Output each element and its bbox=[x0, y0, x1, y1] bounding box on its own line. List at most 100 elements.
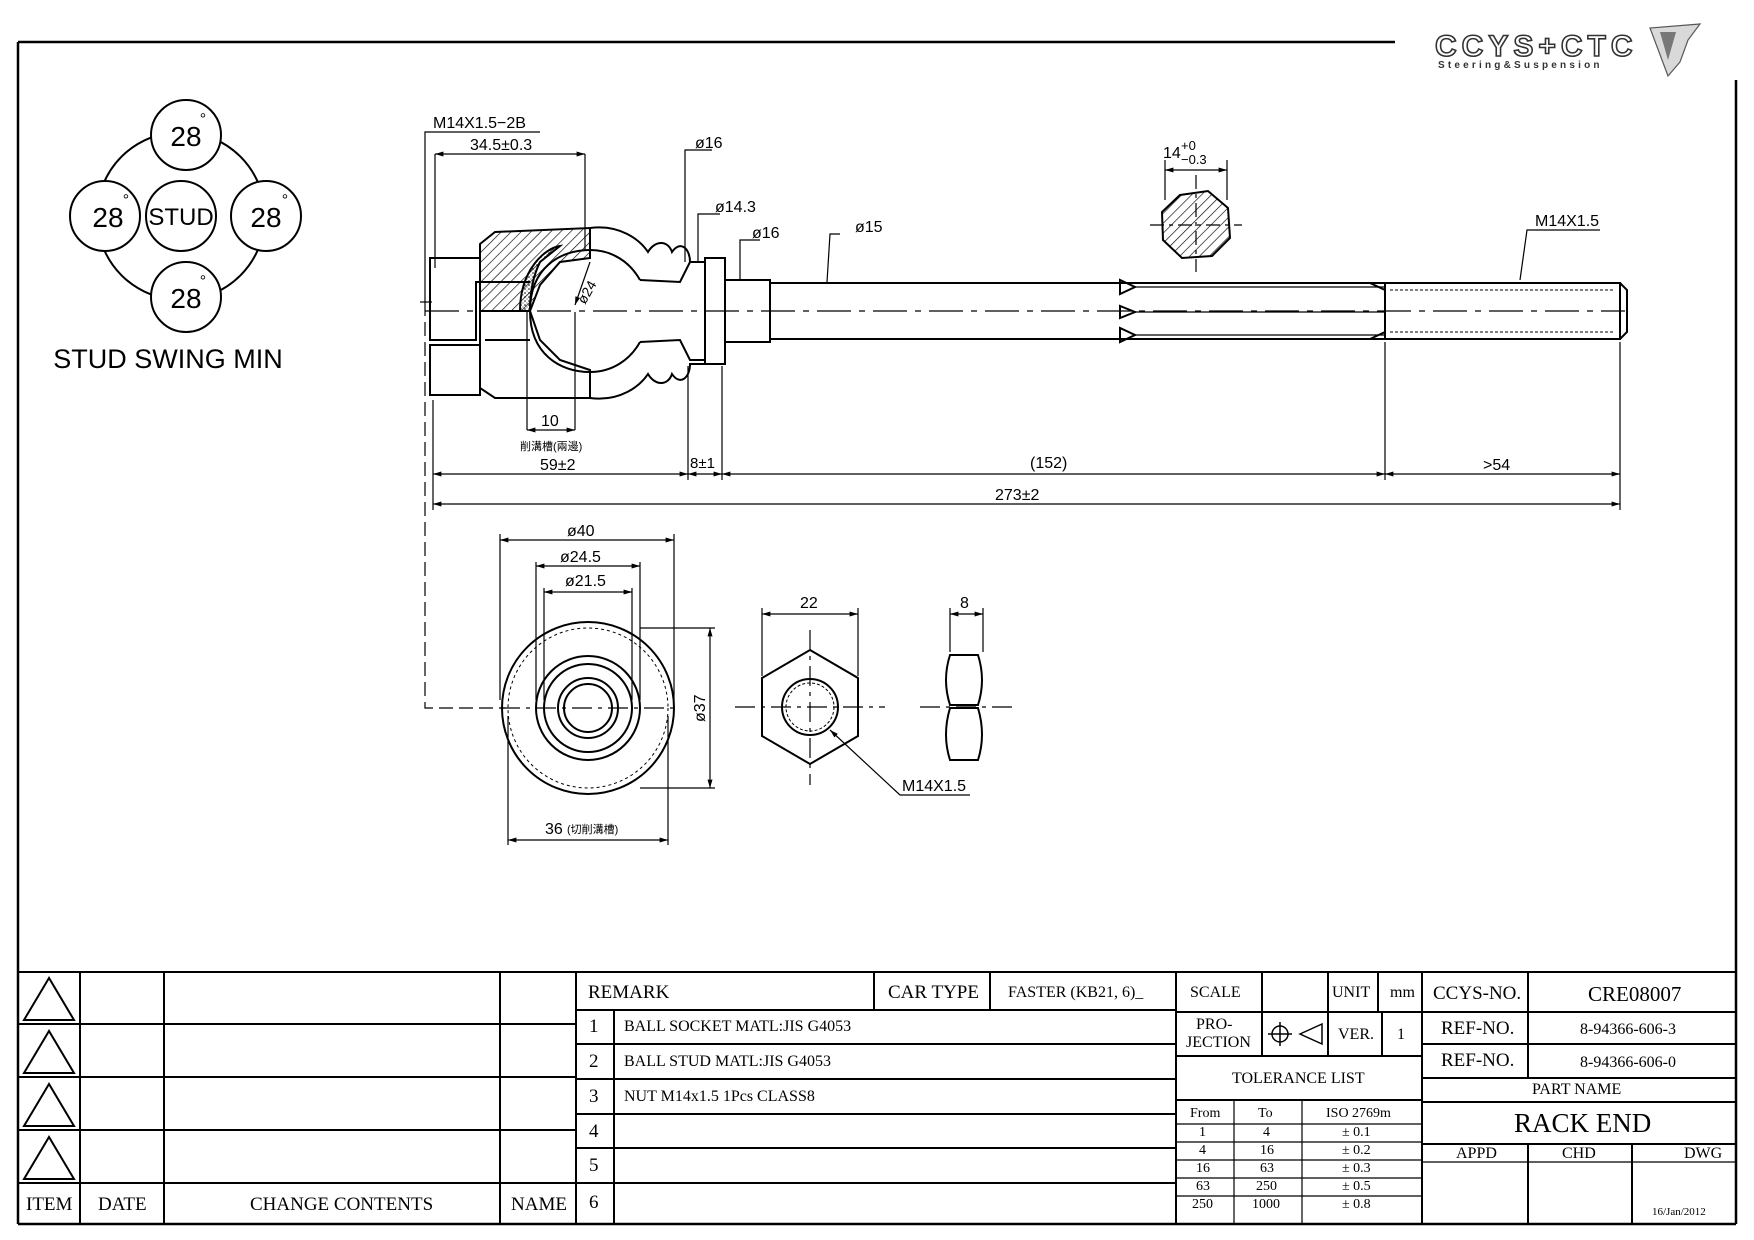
ref-label-1: REF-NO. bbox=[1441, 1018, 1515, 1039]
rev-header-change: CHANGE CONTENTS bbox=[250, 1194, 434, 1215]
tol-header-iso: ISO 2769m bbox=[1326, 1106, 1391, 1121]
tol-from-1: 1 bbox=[1199, 1125, 1206, 1140]
dim-d16-b: ø16 bbox=[752, 225, 780, 242]
logo-mark-icon bbox=[1649, 23, 1702, 78]
dim-nut-22: 22 bbox=[800, 595, 818, 612]
swing-caption: STUD SWING MIN bbox=[53, 344, 283, 374]
car-type-value: FASTER (KB21, 6)_ bbox=[1008, 984, 1144, 1001]
tol-value-3: ± 0.3 bbox=[1342, 1161, 1371, 1176]
tol-to-3: 63 bbox=[1260, 1161, 1274, 1176]
ref-number-1: 8-94366-606-3 bbox=[1580, 1021, 1676, 1038]
projection-label-2: JECTION bbox=[1186, 1034, 1251, 1051]
nut-side-view bbox=[920, 608, 1015, 761]
scale-label: SCALE bbox=[1190, 984, 1241, 1001]
dim-d40: ø40 bbox=[567, 523, 595, 540]
rack-end-side-view bbox=[425, 226, 1628, 400]
unit-value: mm bbox=[1390, 984, 1415, 1001]
dim-hex-tol-bot: −0.3 bbox=[1181, 152, 1207, 167]
remark-text-3: NUT M14x1.5 1Pcs CLASS8 bbox=[624, 1088, 815, 1105]
ccys-label: CCYS-NO. bbox=[1433, 983, 1522, 1004]
dim-d24-5: ø24.5 bbox=[560, 549, 601, 566]
ccys-number: CRE08007 bbox=[1588, 982, 1682, 1006]
dim-nut-thread: M14X1.5 bbox=[902, 778, 966, 795]
remark-label: REMARK bbox=[588, 982, 670, 1003]
tol-from-3: 16 bbox=[1196, 1161, 1210, 1176]
remark-no-6: 6 bbox=[589, 1192, 599, 1213]
company-logo: CCYS+CTC Steering&Suspension bbox=[1434, 23, 1702, 78]
dim-thread-top: M14X1.5−2B bbox=[433, 115, 526, 132]
title-block-grid bbox=[18, 971, 1736, 1224]
dim-34-5: 34.5±0.3 bbox=[470, 137, 532, 154]
dim-hex-tol-top: +0 bbox=[1181, 138, 1196, 153]
dimension-lines bbox=[420, 131, 1621, 709]
dim-8: 8±1 bbox=[690, 455, 715, 472]
dim-d16-a: ø16 bbox=[695, 135, 723, 152]
projection-symbol-icon bbox=[1268, 1022, 1323, 1046]
tol-from-5: 250 bbox=[1192, 1197, 1213, 1212]
tol-to-1: 4 bbox=[1263, 1125, 1270, 1140]
stud-swing-labels: 28 28 28 28 STUD ° ° ° ° STUD SWING MIN bbox=[53, 111, 288, 374]
dim-10: 10 bbox=[541, 413, 559, 430]
tol-from-4: 63 bbox=[1196, 1179, 1210, 1194]
drawing-date: 16/Jan/2012 bbox=[1652, 1206, 1706, 1218]
logo-mark-inner-icon bbox=[1660, 32, 1676, 60]
hex-section bbox=[1150, 175, 1242, 272]
dwg-label: DWG bbox=[1684, 1145, 1723, 1162]
stud-swing-diagram bbox=[69, 99, 302, 333]
revision-triangle-icon bbox=[22, 1029, 76, 1074]
part-name: RACK END bbox=[1514, 1108, 1652, 1138]
swing-degree-left: ° bbox=[123, 192, 129, 209]
ref-number-2: 8-94366-606-0 bbox=[1580, 1054, 1676, 1071]
remark-text-1: BALL SOCKET MATL:JIS G4053 bbox=[624, 1018, 852, 1035]
ver-label: VER. bbox=[1338, 1026, 1374, 1043]
logo-text: CCYS+CTC bbox=[1435, 30, 1638, 63]
tol-to-5: 1000 bbox=[1252, 1197, 1280, 1212]
dim-d21-5: ø21.5 bbox=[565, 573, 606, 590]
dim-thread-right: M14X1.5 bbox=[1535, 213, 1599, 230]
swing-value-top: 28 bbox=[170, 121, 201, 152]
remark-no-5: 5 bbox=[589, 1155, 599, 1176]
dim-36: 36 bbox=[545, 821, 563, 838]
tol-to-4: 250 bbox=[1256, 1179, 1277, 1194]
ver-value: 1 bbox=[1397, 1026, 1405, 1043]
nut-front-view bbox=[735, 608, 970, 796]
rev-header-date: DATE bbox=[98, 1194, 147, 1215]
remark-no-2: 2 bbox=[589, 1051, 599, 1072]
logo-tagline: Steering&Suspension bbox=[1438, 60, 1603, 71]
swing-degree-right: ° bbox=[282, 192, 288, 209]
revision-triangle-icon bbox=[22, 976, 76, 1021]
dim-54: >54 bbox=[1483, 457, 1510, 474]
dim-hex-14: 14 bbox=[1163, 145, 1181, 162]
dim-d14-3: ø14.3 bbox=[715, 199, 756, 216]
rev-header-item: ITEM bbox=[26, 1194, 73, 1215]
dim-d37: ø37 bbox=[692, 694, 709, 722]
tol-header-from: From bbox=[1190, 1106, 1221, 1121]
sheet-border bbox=[16, 40, 1738, 1226]
revision-triangle-icon bbox=[22, 1135, 76, 1180]
swing-center-label: STUD bbox=[148, 204, 213, 231]
remark-no-4: 4 bbox=[589, 1121, 599, 1142]
tol-value-5: ± 0.8 bbox=[1342, 1197, 1371, 1212]
tol-value-4: ± 0.5 bbox=[1342, 1179, 1371, 1194]
swing-degree-bottom: ° bbox=[200, 273, 206, 290]
revision-triangles bbox=[22, 976, 76, 1180]
car-type-label: CAR TYPE bbox=[888, 982, 979, 1003]
dim-d24: ø24 bbox=[574, 277, 600, 306]
dim-10-note: 削溝槽(兩邊) bbox=[520, 439, 582, 453]
chd-label: CHD bbox=[1562, 1145, 1596, 1162]
tol-to-2: 16 bbox=[1260, 1143, 1274, 1158]
rev-header-name: NAME bbox=[511, 1194, 567, 1215]
ref-label-2: REF-NO. bbox=[1441, 1050, 1515, 1071]
dim-152: (152) bbox=[1030, 455, 1067, 472]
tol-header-to: To bbox=[1258, 1106, 1273, 1121]
unit-label: UNIT bbox=[1332, 984, 1371, 1001]
dim-d15: ø15 bbox=[855, 219, 883, 236]
dim-nut-8: 8 bbox=[960, 595, 969, 612]
swing-value-bottom: 28 bbox=[170, 283, 201, 314]
swing-value-left: 28 bbox=[92, 202, 123, 233]
socket-front-view bbox=[499, 534, 715, 845]
revision-triangle-icon bbox=[22, 1082, 76, 1127]
part-name-label: PART NAME bbox=[1532, 1081, 1622, 1098]
remark-no-1: 1 bbox=[589, 1016, 599, 1037]
tol-value-1: ± 0.1 bbox=[1342, 1125, 1371, 1140]
